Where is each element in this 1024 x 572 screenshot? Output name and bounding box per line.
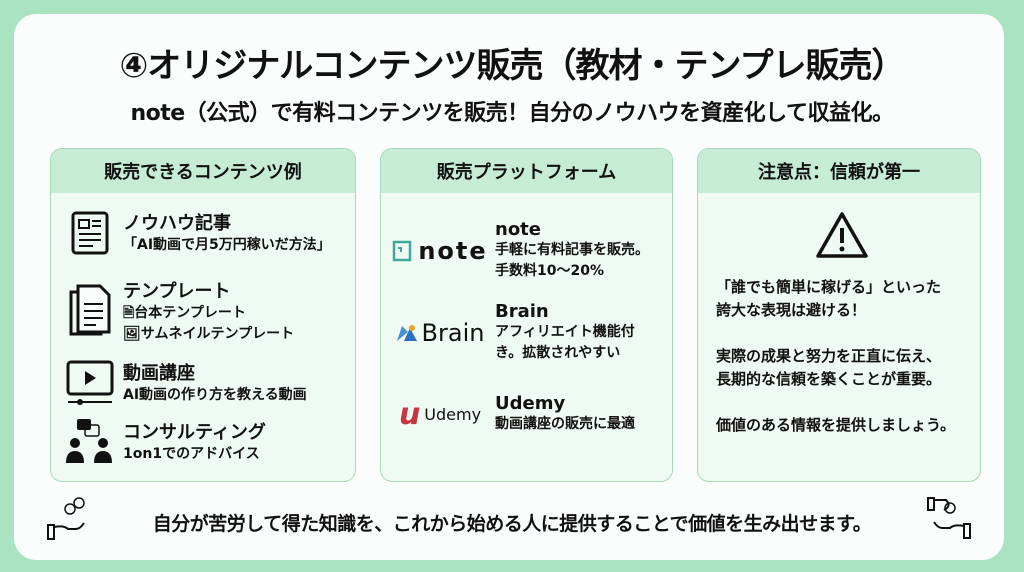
panel-header: 注意点：信頼が第一 <box>698 149 980 193</box>
item-desc: AI動画の作り方を教える動画 <box>123 387 307 403</box>
brain-logo: Brain <box>385 319 495 347</box>
list-item: コンサルティング 1on1でのアドバイス <box>65 417 266 465</box>
item-title: 動画講座 <box>123 363 195 384</box>
platform-name: Udemy <box>495 393 566 414</box>
slide-title: ④オリジナルコンテンツ販売（教材・テンプレ販売） <box>119 46 905 86</box>
platform-name: Brain <box>495 301 549 322</box>
article-icon <box>65 210 115 256</box>
footer-message: 自分が苦労して得た知識を、これから始める人に提供することで価値を生み出せます。 <box>152 513 872 535</box>
item-desc: 「AI動画で月5万円稼いだ方法」 <box>123 237 331 253</box>
panel-header: 販売できるコンテンツ例 <box>51 149 355 193</box>
video-icon <box>65 360 115 406</box>
item-desc: サムネイルテンプレート <box>140 326 295 342</box>
panel-caution: 注意点：信頼が第一 「誰でも簡単に稼げる」といった誇大な表現は避ける！ 実際の成… <box>697 148 981 482</box>
file-icon: 🗎 <box>123 305 135 321</box>
image-icon: 🖼 <box>123 326 141 342</box>
warning-icon <box>815 211 869 263</box>
giving-hand-icon <box>926 494 972 546</box>
panel-content-examples: 販売できるコンテンツ例 ノウハウ記事「AI動画で月5万円稼いだ方法」 テンプレー… <box>50 148 356 482</box>
item-desc: 1on1でのアドバイス <box>123 445 260 462</box>
caution-text: 「誰でも簡単に稼げる」といった誇大な表現は避ける！ 実際の成果と努力を正直に伝え… <box>716 278 956 434</box>
list-item: ノウハウ記事「AI動画で月5万円稼いだ方法」 <box>65 209 331 256</box>
note-logo: note <box>385 237 495 265</box>
consulting-icon <box>65 417 115 465</box>
platform-name: note <box>495 219 541 240</box>
list-item: 動画講座 AI動画の作り方を教える動画 <box>65 359 307 406</box>
list-item: テンプレート 🗎台本テンプレート 🖼サムネイルテンプレート <box>65 277 294 345</box>
item-title: ノウハウ記事 <box>123 213 231 234</box>
item-desc: 台本テンプレート <box>134 305 246 321</box>
money-hand-icon <box>46 497 90 547</box>
panel-header: 販売プラットフォーム <box>381 149 672 193</box>
document-icon <box>65 284 115 338</box>
item-title: テンプレート <box>123 281 231 302</box>
item-title: コンサルティング <box>123 421 266 443</box>
slide-subtitle: note（公式）で有料コンテンツを販売！自分のノウハウを資産化して収益化。 <box>130 101 894 126</box>
